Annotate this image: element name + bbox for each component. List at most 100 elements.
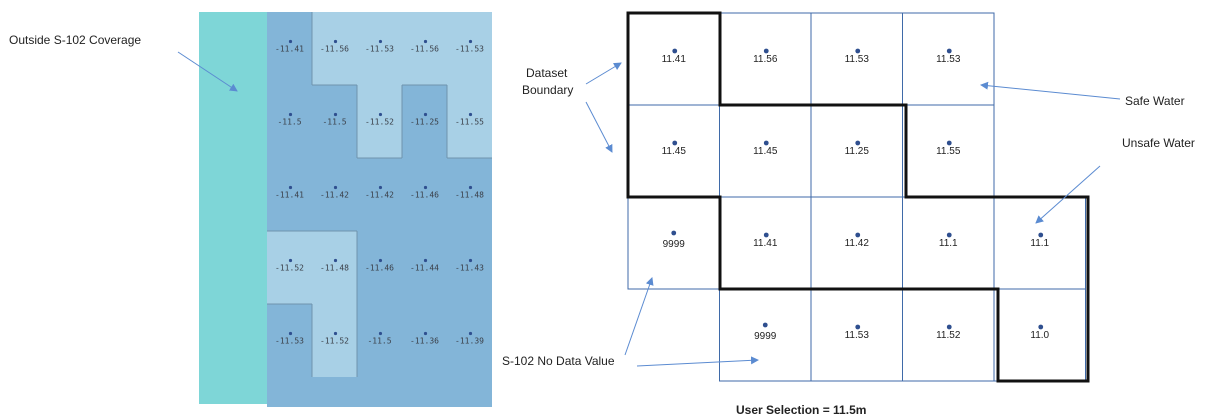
left-depth-value: -11.42	[365, 191, 394, 200]
right-grid-value: 11.53	[845, 330, 870, 341]
left-depth-cell	[402, 85, 447, 158]
left-depth-value: -11.5	[367, 337, 391, 346]
left-depth-point	[423, 112, 428, 117]
left-depth-cell	[267, 377, 492, 407]
left-depth-value: -11.53	[365, 45, 394, 54]
left-depth-cell	[267, 12, 312, 85]
left-depth-cell	[447, 158, 492, 231]
right-grid-point	[763, 140, 769, 146]
left-depth-cell	[402, 304, 447, 377]
left-depth-value: -11.25	[410, 118, 439, 127]
left-depth-point	[423, 39, 428, 44]
right-grid-value: 11.1	[1030, 238, 1049, 249]
right-grid-point	[1038, 324, 1044, 330]
left-depth-point	[468, 112, 473, 117]
left-depth-value: -11.39	[455, 337, 484, 346]
right-grid-point	[946, 232, 952, 238]
left-depth-cell	[357, 12, 402, 85]
dataset-boundary-arrow-lower	[585, 101, 613, 153]
left-depth-value: -11.41	[275, 191, 304, 200]
left-depth-cell	[267, 231, 312, 304]
left-depth-cell	[357, 304, 402, 377]
left-depth-point	[378, 331, 383, 336]
left-depth-cell	[312, 158, 357, 231]
right-grid-point	[946, 48, 952, 54]
right-grid-point	[855, 232, 861, 238]
left-depth-value: -11.56	[410, 45, 439, 54]
left-depth-cell	[312, 12, 357, 85]
right-grid-point	[855, 324, 861, 330]
no-data-arrow-upper	[624, 277, 654, 356]
left-depth-point	[333, 258, 338, 263]
left-depth-point	[378, 258, 383, 263]
dataset-boundary-arrow-upper	[585, 62, 622, 85]
left-depth-point	[288, 112, 293, 117]
safe-water-arrow	[980, 81, 1121, 100]
left-depth-cell	[402, 231, 447, 304]
left-depth-point	[468, 185, 473, 190]
left-depth-cells	[267, 12, 492, 407]
left-depth-point	[333, 185, 338, 190]
left-depth-value: -11.53	[455, 45, 484, 54]
left-depth-point	[333, 331, 338, 336]
left-depth-point	[468, 39, 473, 44]
left-depth-value: -11.46	[365, 264, 394, 273]
left-depth-cell	[312, 85, 357, 158]
left-depth-cell	[447, 85, 492, 158]
left-depth-cell	[357, 231, 402, 304]
right-grid-point	[1038, 232, 1044, 238]
right-grid-value: 11.45	[753, 146, 778, 157]
dataset-boundary-outline	[626, 11, 1090, 383]
right-grid-point	[672, 140, 678, 146]
left-depth-value: -11.5	[322, 118, 346, 127]
left-depth-panel: -11.41-11.56-11.53-11.56-11.53-11.5-11.5…	[199, 12, 492, 407]
left-depth-cell	[357, 158, 402, 231]
no-data-label: S-102 No Data Value	[502, 354, 615, 368]
safe-water-label: Safe Water	[1125, 94, 1185, 108]
left-depth-cell	[357, 85, 402, 158]
unsafe-water-label: Unsafe Water	[1122, 136, 1195, 150]
dataset-boundary-label-line1: Dataset	[526, 66, 568, 80]
left-depth-point	[288, 331, 293, 336]
left-depth-point	[468, 331, 473, 336]
left-depth-value: -11.52	[365, 118, 394, 127]
left-depth-point	[288, 185, 293, 190]
outside-coverage-arrow	[177, 51, 238, 92]
right-grid-point	[763, 232, 769, 238]
no-data-arrow-lower	[636, 356, 759, 367]
right-grid-value: 11.53	[845, 54, 870, 65]
right-grid-point	[855, 48, 861, 54]
left-depth-value: -11.48	[320, 264, 349, 273]
left-depth-point	[423, 258, 428, 263]
right-grid-value: 11.45	[662, 146, 687, 157]
right-grid-point	[762, 322, 768, 328]
right-grid-value: 11.41	[753, 238, 778, 249]
right-grid-point	[946, 140, 952, 146]
left-depth-point	[378, 112, 383, 117]
left-depth-point	[288, 258, 293, 263]
left-depth-point	[423, 331, 428, 336]
right-grid-value: 11.42	[845, 238, 870, 249]
right-grid-value: 11.41	[662, 54, 687, 65]
left-depth-point	[423, 185, 428, 190]
right-grid-point	[671, 230, 677, 236]
left-depth-cell	[267, 304, 312, 377]
left-depth-cell	[447, 12, 492, 85]
left-depth-value: -11.48	[455, 191, 484, 200]
left-depth-cell	[267, 158, 312, 231]
dataset-boundary-label-line2: Boundary	[522, 83, 573, 97]
right-grid-value: 9999	[754, 331, 777, 342]
left-depth-value: -11.36	[410, 337, 439, 346]
left-depth-cell	[447, 304, 492, 377]
right-grid-value: 11.1	[939, 238, 958, 249]
outside-coverage-label: Outside S-102 Coverage	[9, 33, 141, 47]
left-depth-cell	[447, 231, 492, 304]
left-depth-value: -11.42	[320, 191, 349, 200]
left-depth-value: -11.44	[410, 264, 439, 273]
right-grid-point	[946, 324, 952, 330]
left-depth-point	[378, 39, 383, 44]
right-grid-value: 9999	[663, 239, 686, 250]
